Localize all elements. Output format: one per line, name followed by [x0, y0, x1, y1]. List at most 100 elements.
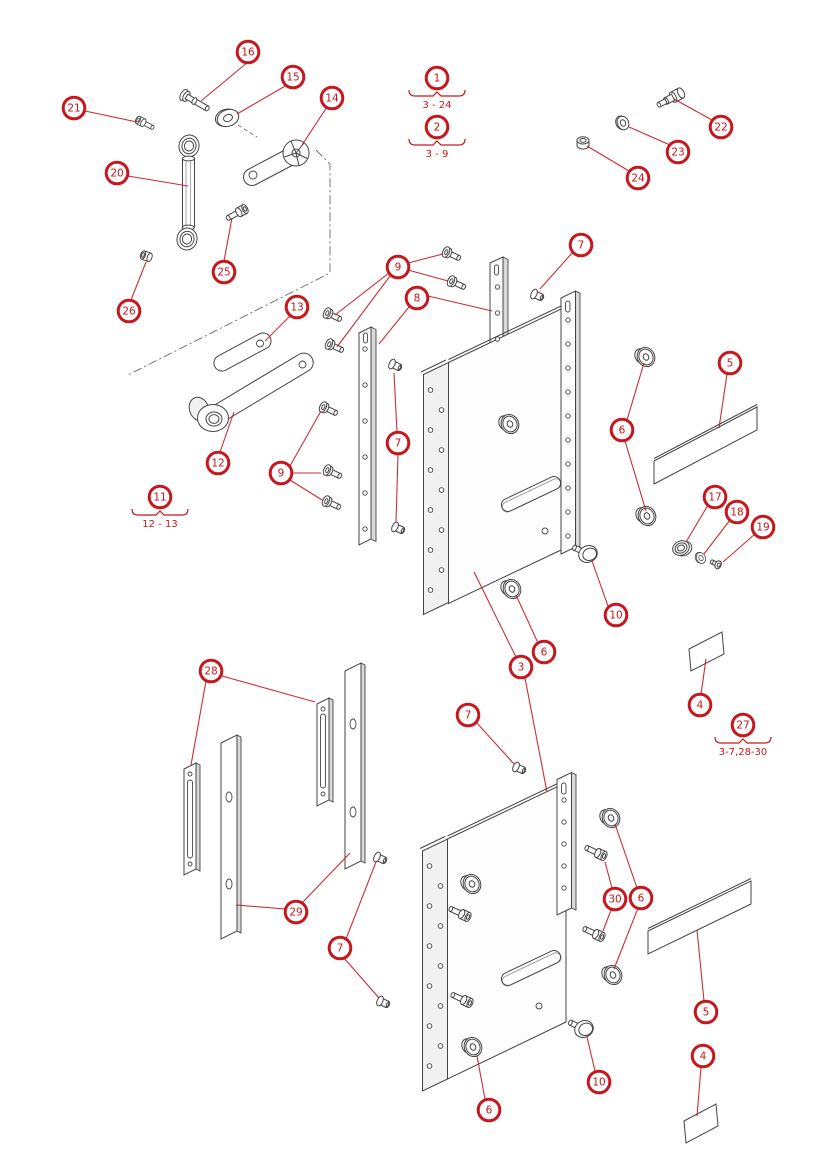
bolt-9	[317, 400, 341, 420]
callout-18: 18	[703, 499, 750, 555]
callout-7: 7	[455, 702, 515, 765]
roller-6	[498, 575, 525, 603]
strip-5-upper	[653, 404, 758, 485]
callout-8: 8	[378, 285, 493, 345]
bolt-9	[321, 306, 345, 326]
svg-text:25: 25	[217, 267, 230, 279]
svg-text:2: 2	[434, 122, 441, 134]
callout-12: 12	[205, 411, 235, 476]
spacer-7	[528, 287, 546, 304]
svg-text:14: 14	[325, 93, 339, 105]
callout-5: 5	[693, 929, 719, 1025]
callout-24: 24	[586, 145, 651, 191]
bolt-9	[440, 245, 464, 265]
svg-text:10: 10	[592, 1077, 605, 1089]
group-callout-1: 13 - 24	[408, 65, 466, 111]
strip-5-lower	[647, 878, 752, 955]
svg-text:9: 9	[395, 262, 402, 274]
svg-text:7: 7	[465, 710, 472, 722]
svg-text:5: 5	[703, 1007, 710, 1019]
bolt-22	[654, 86, 687, 111]
knob-10	[571, 542, 601, 566]
flanged-bushing-17	[669, 536, 695, 560]
shoulder-bolt-16	[177, 87, 213, 115]
washer-23	[613, 113, 632, 133]
svg-text:7: 7	[395, 438, 402, 450]
strap-28-left	[183, 762, 201, 876]
svg-text:15: 15	[286, 72, 299, 84]
svg-text:3: 3	[518, 662, 525, 674]
callout-17: 17	[685, 484, 728, 543]
range-label: 3 - 9	[426, 149, 449, 160]
construction-line	[127, 149, 331, 376]
svg-text:4: 4	[697, 700, 704, 712]
svg-text:24: 24	[631, 173, 645, 185]
lever-arm-12	[188, 352, 314, 432]
callout-9: 9	[334, 253, 449, 348]
svg-text:7: 7	[578, 240, 585, 252]
svg-text:10: 10	[609, 610, 622, 622]
spacer-7	[371, 850, 389, 867]
svg-text:20: 20	[110, 168, 123, 180]
spacer-7	[386, 357, 404, 374]
callout-6: 6	[476, 1055, 502, 1123]
socket-bolt-30	[582, 842, 609, 862]
link-rod-20	[176, 134, 200, 251]
socket-bolt-25	[223, 203, 251, 224]
bolt-9	[445, 274, 469, 294]
rail-8-left	[358, 326, 377, 546]
strap-28-right	[316, 697, 334, 807]
screw-19	[708, 556, 724, 571]
strap-29-right	[344, 662, 366, 870]
callout-21: 21	[61, 95, 138, 123]
bolt-9	[321, 463, 345, 483]
callout-23: 23	[628, 126, 691, 165]
callout-9: 9	[268, 410, 323, 501]
callout-15: 15	[236, 64, 306, 115]
callout-7: 7	[327, 861, 380, 999]
svg-text:7: 7	[337, 943, 344, 955]
roller-6	[633, 502, 660, 530]
group-callout-27: 273-7,28-30	[714, 712, 772, 758]
svg-text:13: 13	[290, 302, 303, 314]
callout-6: 6	[515, 594, 557, 665]
bolt-21	[133, 114, 156, 133]
callout-29: 29	[235, 852, 351, 925]
svg-text:18: 18	[730, 507, 743, 519]
knob-10	[567, 1017, 597, 1041]
svg-text:8: 8	[414, 293, 421, 305]
callout-22: 22	[673, 98, 734, 140]
roller-6	[632, 343, 659, 371]
roller-6	[597, 804, 624, 832]
range-label: 3 - 24	[422, 100, 451, 111]
washer-15	[212, 105, 242, 131]
svg-text:12: 12	[211, 458, 224, 470]
upper-plate-3	[420, 301, 571, 616]
callout-20: 20	[104, 160, 189, 187]
range-label: 3-7,28-30	[719, 747, 768, 758]
callout-13: 13	[264, 294, 310, 342]
callout-26: 26	[116, 261, 147, 324]
callout-10: 10	[591, 560, 629, 628]
roller-6	[599, 961, 626, 989]
rail-right-upper	[560, 290, 581, 555]
range-label: 12 - 13	[142, 519, 177, 530]
bolt-9	[320, 494, 344, 514]
svg-text:29: 29	[289, 907, 302, 919]
svg-text:23: 23	[671, 147, 684, 159]
label-4-lower	[683, 1103, 719, 1144]
spacer-7	[389, 520, 407, 537]
svg-text:6: 6	[638, 893, 645, 905]
callout-7: 7	[539, 232, 594, 290]
svg-text:17: 17	[708, 492, 721, 504]
callout-28: 28	[190, 658, 316, 766]
svg-text:21: 21	[67, 103, 80, 115]
strap-13	[213, 332, 272, 372]
svg-text:19: 19	[756, 522, 769, 534]
callout-4: 4	[687, 658, 713, 718]
svg-text:28: 28	[204, 666, 217, 678]
label-4-upper	[688, 631, 725, 672]
callout-7: 7	[385, 372, 411, 523]
